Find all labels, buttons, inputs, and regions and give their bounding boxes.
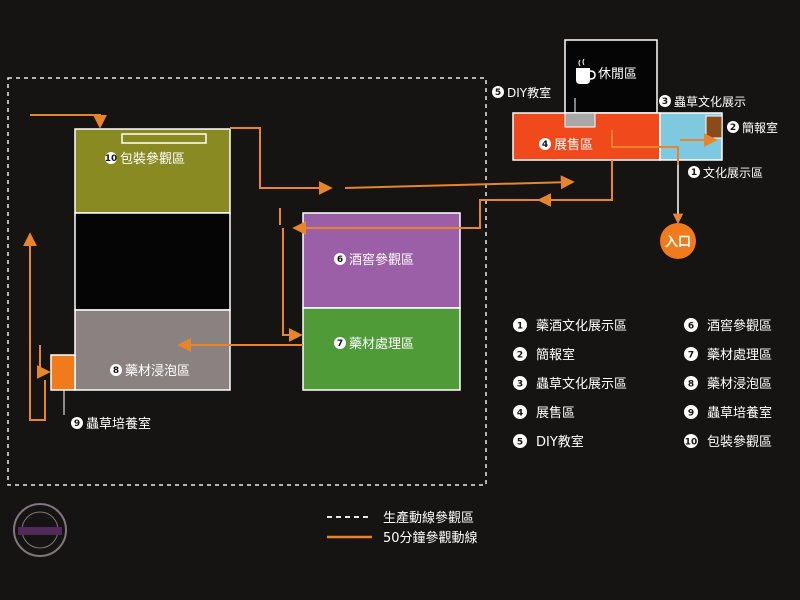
list-item-label: 展售區 [536,405,575,421]
entrance-badge[interactable]: 入口 [660,223,696,259]
cordyceps-num: 9 [74,419,80,429]
number-badge-icon [71,417,83,429]
zone-list: 1 藥酒文化展示區 2 簡報室 3 蟲草文化展示區 4 展售區 5 DIY教室 6 酒窖參觀區 7 藥材處… [513,318,772,450]
number-badge-icon [684,376,698,390]
shop-num: 4 [542,140,548,150]
packaging-label: 包裝參觀區 [120,152,185,167]
number-badge-icon [539,138,551,150]
herb-soaking-num: 8 [113,366,119,376]
diy-label: DIY教室 [507,85,551,100]
list-item-num: 5 [517,438,523,448]
number-badge-icon [105,152,117,164]
number-badge-icon [110,364,122,376]
number-badge-icon [684,434,698,448]
list-item-num: 3 [517,380,523,390]
number-badge-icon [492,86,504,98]
coffee-cup-icon [576,58,596,84]
list-item-label: 蟲草培養室 [707,405,772,421]
list-item-num: 1 [517,322,523,332]
zone-packaging[interactable]: 10 包裝參觀區 [74,128,231,214]
legend-production-route: 生產動線參觀區 [383,510,474,526]
watermark-emblem [13,503,67,557]
production-area-boundary [7,77,487,486]
cellar-label: 酒窖參觀區 [349,252,414,268]
list-item-num: 4 [517,409,523,419]
herb-processing-num: 7 [337,339,343,349]
lounge-label: 休閒區 [598,67,637,82]
zone-lounge[interactable]: 休閒區 [564,39,658,114]
list-item-num: 10 [685,438,698,448]
list-item-num: 9 [688,409,694,419]
number-badge-icon [684,318,698,332]
briefing-label: 簡報室 [742,120,778,135]
list-item-num: 7 [688,351,694,361]
list-item-num: 8 [688,380,694,390]
zone-briefing-room[interactable] [705,115,723,139]
cordyceps-culture-label: 蟲草文化展示 [674,94,746,109]
number-badge-icon [684,405,698,419]
number-badge-icon [684,347,698,361]
number-badge-icon [334,253,346,265]
packaging-window [121,133,207,144]
herb-soaking-label: 藥材浸泡區 [125,364,190,379]
legend-tour-route: 50分鐘參觀動線 [383,530,478,546]
list-item-label: 酒窖參觀區 [707,318,772,334]
number-badge-icon [334,337,346,349]
number-badge-icon [688,166,700,178]
zone-herb-soaking[interactable]: 8 藥材浸泡區 [74,309,231,391]
list-item-label: 蟲草文化展示區 [536,377,627,392]
herb-processing-label: 藥材處理區 [349,337,414,352]
packaging-num: 10 [105,154,118,164]
list-item-label: 藥酒文化展示區 [536,319,627,334]
shop-label: 展售區 [554,137,593,153]
zone-cordyceps-room[interactable] [50,354,76,391]
number-badge-icon [659,95,671,107]
number-badge-icon [513,347,527,361]
list-item-num: 6 [688,322,694,332]
culture-exhibit-num: 1 [691,168,697,178]
cellar-num: 6 [337,255,343,265]
cordyceps-label: 蟲草培養室 [86,416,151,432]
number-badge-icon [513,376,527,390]
list-item-label: DIY教室 [536,434,584,450]
cordyceps-culture-num: 3 [662,97,668,107]
zone-herb-processing[interactable]: 7 藥材處理區 [302,307,461,391]
culture-exhibit-label: 文化展示區 [703,165,763,180]
tour-route [23,114,718,421]
legend: 生產動線參觀區 50分鐘參觀動線 [327,510,478,546]
list-item-num: 2 [517,351,523,361]
number-badge-icon [513,405,527,419]
entrance-label: 入口 [665,235,691,250]
briefing-num: 2 [730,123,736,133]
number-badge-icon [727,121,739,133]
list-item-label: 藥材處理區 [707,348,772,363]
list-item-label: 包裝參觀區 [707,435,772,450]
zone-unlabeled-storage [74,212,231,311]
number-badge-icon [513,318,527,332]
zone-shop[interactable]: 4 展售區 [512,112,661,161]
diy-num: 5 [495,88,501,98]
list-item-label: 簡報室 [536,347,575,363]
number-badge-icon [513,434,527,448]
list-item-label: 藥材浸泡區 [707,377,772,392]
